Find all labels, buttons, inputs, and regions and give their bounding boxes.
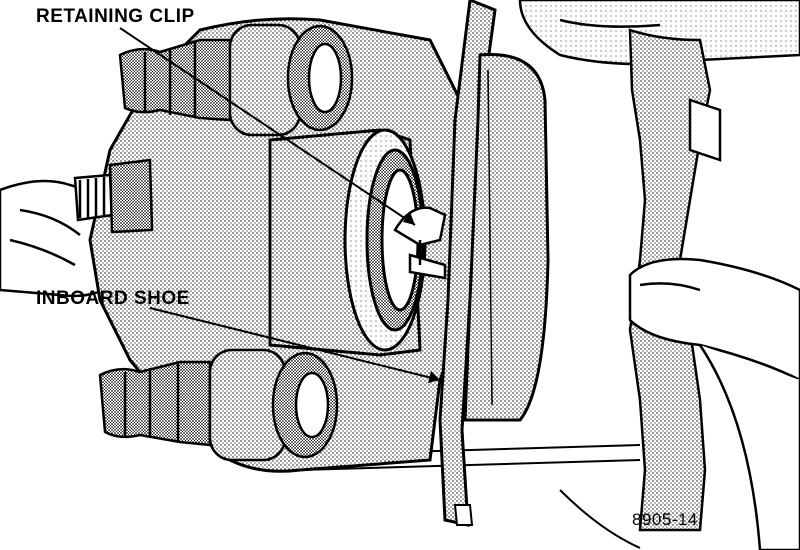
inboard-shoe-label: INBOARD SHOE <box>36 288 190 309</box>
hand-right <box>628 257 800 550</box>
piston-cylinder <box>268 128 427 357</box>
retaining-clip-label: RETAINING CLIP <box>36 6 195 27</box>
leader-arrowheads <box>403 212 440 383</box>
lower-guide-pin <box>98 348 339 462</box>
inboard-shoe <box>438 0 550 527</box>
shoe-notch <box>453 504 474 526</box>
figure-number: 8905-14 <box>632 510 698 529</box>
brake-hose-fitting <box>73 158 154 234</box>
inboard-shoe-leader <box>149 307 441 381</box>
upper-guide-pin <box>118 23 354 137</box>
leader-lines <box>119 27 441 381</box>
retaining-clip-leader <box>119 27 416 226</box>
